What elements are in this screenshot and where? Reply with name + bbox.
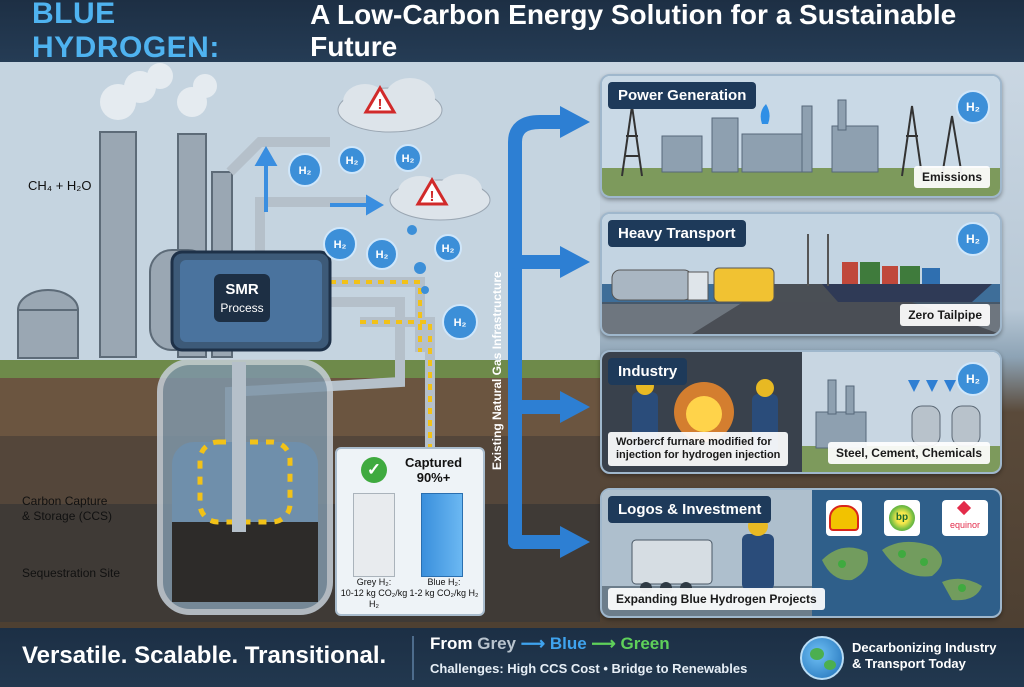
grey-h2-label: Grey H₂: 10-12 kg CO₂/kg H₂	[340, 577, 408, 609]
equinor-logo-icon: equinor	[942, 500, 988, 536]
footer-divider	[412, 636, 414, 680]
power-plant-illustration	[602, 76, 1000, 196]
arrow-right-icon: ⟶	[591, 634, 616, 653]
panel-caption: Zero Tailpipe	[900, 304, 990, 326]
svg-text:H₂: H₂	[454, 317, 467, 329]
furnace-caption: Worbercf furnare modified for injection …	[608, 432, 789, 466]
captured-heading: Captured 90%+	[405, 455, 463, 485]
svg-text:H₂: H₂	[402, 153, 415, 165]
svg-text:!: !	[378, 96, 383, 113]
smr-label-sub: Process	[220, 301, 263, 315]
panel-power-generation: Power Generation H₂ Emissions	[600, 74, 1002, 198]
panel-caption: Expanding Blue Hydrogen Projects	[608, 588, 825, 610]
warning-icon: !	[415, 177, 449, 206]
sequestration-label: Sequestration Site	[22, 566, 121, 580]
panel-caption: Steel, Cement, Chemicals	[827, 442, 990, 464]
panel-title: Heavy Transport	[608, 220, 746, 247]
decarbonizing-text: Decarbonizing Industry & Transport Today	[852, 640, 997, 671]
blue-bar	[421, 493, 463, 577]
svg-text:H₂: H₂	[334, 239, 347, 251]
svg-text:H₂: H₂	[346, 155, 359, 167]
smr-label: SMR	[225, 281, 259, 298]
panel-title: Industry	[608, 358, 688, 385]
feed-label: CH₄ + H₂O	[28, 178, 92, 193]
challenges-text: Challenges: High CCS Cost • Bridge to Re…	[430, 661, 748, 676]
capture-comparison-card: ✓ Captured 90%+ Grey H₂: 10-12 kg CO₂/kg…	[335, 447, 485, 616]
panel-caption: Emissions	[913, 166, 990, 188]
smr-plant-illustration: ! ! SMR Pr	[0, 62, 600, 622]
h2-badge-icon: H₂	[956, 222, 990, 256]
panel-title: Power Generation	[608, 82, 757, 109]
svg-text:H₂: H₂	[376, 249, 389, 261]
grey-blue-green-flow: From Grey ⟶ Blue ⟶ Green	[430, 634, 670, 653]
shell-logo-icon	[826, 500, 862, 536]
grey-bar	[353, 493, 395, 577]
infrastructure-label: Existing Natural Gas Infrastructure	[490, 271, 504, 470]
check-icon: ✓	[361, 457, 387, 483]
tagline: Versatile. Scalable. Transitional.	[22, 642, 387, 669]
h2-badge-icon: H₂	[956, 362, 990, 396]
blue-h2-label: Blue H₂: 1-2 kg CO₂/kg H₂	[409, 577, 479, 598]
title-highlight: BLUE HYDROGEN:	[32, 0, 220, 64]
arrow-right-icon: ⟶	[520, 634, 546, 653]
warning-icon: !	[363, 85, 397, 114]
ccs-label: Carbon Capture & Storage (CCS)	[22, 494, 113, 523]
bp-logo-icon: bp	[884, 500, 920, 536]
svg-text:!: !	[430, 188, 435, 205]
panel-logos-investment: Logos & Investment bp equinor Expanding …	[600, 488, 1002, 618]
svg-text:H₂: H₂	[299, 165, 312, 177]
panel-industry: Industry H₂ Worbercf furnare modified fo…	[600, 350, 1002, 474]
title-text: A Low-Carbon Energy Solution for a Susta…	[310, 0, 957, 62]
globe-icon	[800, 636, 844, 680]
svg-text:H₂: H₂	[442, 243, 455, 255]
panel-title: Logos & Investment	[608, 496, 772, 523]
h2-molecules	[288, 144, 478, 340]
footer-bar: Versatile. Scalable. Transitional. From …	[0, 628, 1024, 687]
title-bar: BLUE HYDROGEN: A Low-Carbon Energy Solut…	[0, 0, 1024, 64]
panel-heavy-transport: Heavy Transport H₂ Zero Tailpipe	[600, 212, 1002, 336]
h2-badge-icon: H₂	[956, 90, 990, 124]
